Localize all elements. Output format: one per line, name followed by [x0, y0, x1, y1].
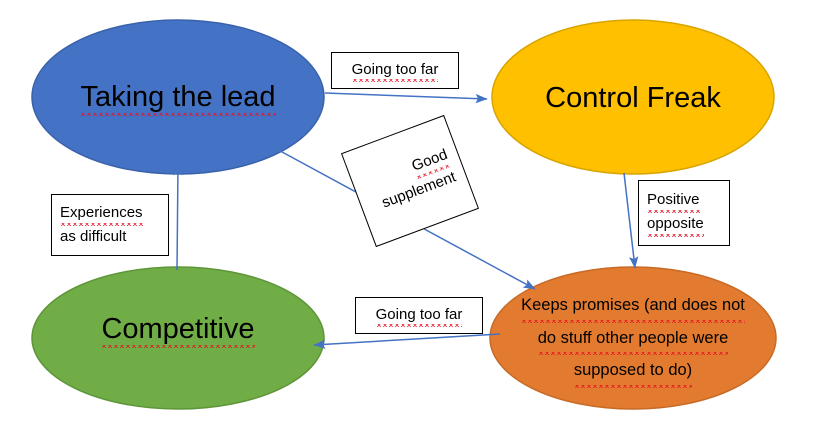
edge-label-going-too-far-top[interactable]: Going too far: [331, 52, 459, 89]
edge-label-experiences-as-difficult[interactable]: Experiences as difficult: [51, 194, 169, 256]
edge-label-positive-opposite[interactable]: Positive opposite: [638, 180, 730, 246]
arrow-keeps-promises-to-competitive[interactable]: [313, 333, 501, 349]
node-control-freak[interactable]: [491, 19, 775, 175]
edge-label-going-too-far-bottom[interactable]: Going too far: [355, 297, 483, 334]
arrow-competitive-to-taking-the-lead[interactable]: [173, 163, 183, 271]
arrow-taking-the-lead-to-control-freak[interactable]: [324, 92, 488, 104]
arrow-control-freak-to-keeps-promises[interactable]: [623, 172, 639, 269]
